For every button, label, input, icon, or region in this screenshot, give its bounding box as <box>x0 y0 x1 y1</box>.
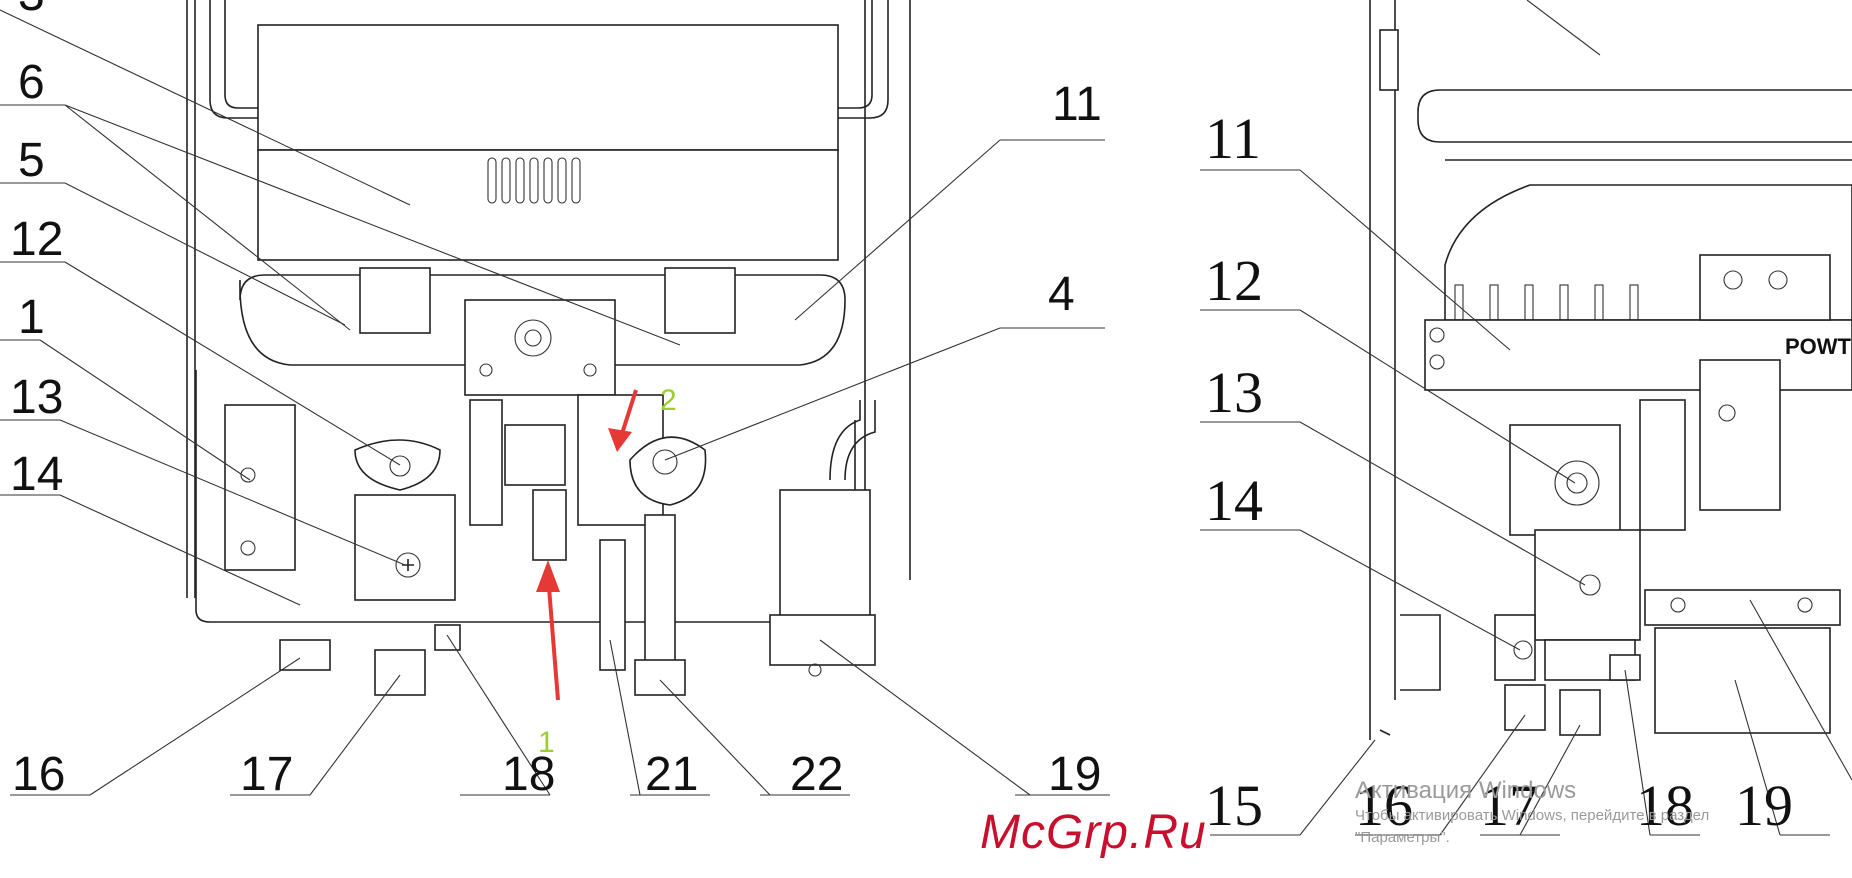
red-arrow-1 <box>546 574 560 701</box>
right-callout-11: 11 <box>1205 106 1261 171</box>
brand-label: POWT <box>1785 334 1852 359</box>
right-callout-14: 14 <box>1205 468 1263 533</box>
annotation-arrows: 1 2 <box>536 384 677 759</box>
right-leader-lines <box>1200 0 1852 836</box>
right-callout-12: 12 <box>1205 248 1263 313</box>
red-arrow-1-head <box>536 560 560 592</box>
left-callout-14: 14 <box>10 448 63 501</box>
site-watermark: McGrp.Ru <box>980 806 1207 859</box>
left-callout-3: 3 <box>18 0 45 21</box>
heat-exchanger-slots <box>487 157 581 204</box>
right-assembly: POWT <box>1369 0 1852 740</box>
left-callout-1: 1 <box>18 291 45 344</box>
green-marker-2: 2 <box>660 384 677 417</box>
left-leader-lines <box>0 9 1110 796</box>
left-callout-5: 5 <box>18 134 45 187</box>
activation-line-1: Чтобы активировать Windows, перейдите в … <box>1355 807 1710 824</box>
right-callout-15: 15 <box>1205 773 1263 838</box>
left-callout-4: 4 <box>1048 268 1075 321</box>
left-assembly <box>186 0 911 696</box>
left-callout-21: 21 <box>645 748 698 801</box>
windows-activation-notice: Активация Windows Чтобы активировать Win… <box>1355 777 1709 849</box>
red-arrow-2-head <box>608 428 632 452</box>
right-callout-17: 17 <box>1480 773 1538 838</box>
right-callout-13: 13 <box>1205 360 1263 425</box>
right-callouts: 11 12 13 14 15 16 17 18 19 <box>1205 106 1793 838</box>
left-callout-11: 11 <box>1052 78 1102 131</box>
right-callout-18: 18 <box>1636 773 1694 838</box>
activation-title: Активация Windows <box>1355 777 1577 804</box>
left-callout-18: 18 <box>502 748 555 801</box>
left-callout-17: 17 <box>240 748 293 801</box>
left-callout-6: 6 <box>18 56 45 109</box>
right-callout-16: 16 <box>1355 773 1413 838</box>
green-marker-1: 1 <box>538 726 555 759</box>
left-callout-16: 16 <box>12 748 65 801</box>
activation-line-2: "Параметры". <box>1355 829 1450 846</box>
left-callout-22: 22 <box>790 748 843 801</box>
left-callouts: 3 6 5 12 1 13 14 11 4 16 17 18 21 22 19 <box>10 0 1102 801</box>
left-callout-12: 12 <box>10 213 63 266</box>
left-callout-13: 13 <box>10 371 63 424</box>
left-callout-19: 19 <box>1048 748 1101 801</box>
right-callout-19: 19 <box>1735 773 1793 838</box>
